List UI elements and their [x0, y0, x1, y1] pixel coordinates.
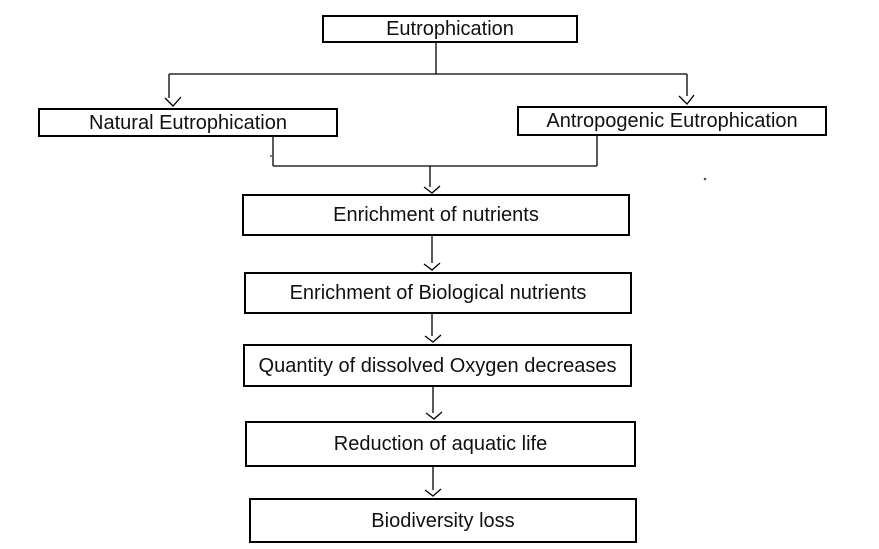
- node-label: Natural Eutrophication: [89, 111, 287, 134]
- node-label: Biodiversity loss: [371, 509, 515, 532]
- node-label: Reduction of aquatic life: [333, 433, 548, 455]
- arrowhead-biodiversity: [424, 488, 442, 497]
- node-oxygen-decrease: Quantity of dissolved Oxygen decreases: [243, 344, 632, 387]
- stray-dot: [270, 155, 272, 157]
- arrowhead-natural: [164, 96, 182, 107]
- arrowhead-reduction: [425, 411, 443, 420]
- arrowhead-oxygen: [424, 334, 442, 343]
- node-natural-eutrophication: Natural Eutrophication: [38, 108, 338, 137]
- node-antropogenic-eutrophication: Antropogenic Eutrophication: [517, 106, 827, 136]
- node-label: Quantity of dissolved Oxygen decreases: [258, 354, 617, 377]
- node-label: Enrichment of nutrients: [333, 204, 539, 226]
- node-enrichment-of-nutrients: Enrichment of nutrients: [242, 194, 630, 236]
- arrowhead-enrichment: [423, 185, 441, 194]
- node-label: Antropogenic Eutrophication: [546, 110, 798, 132]
- arrowhead-biological: [423, 262, 441, 271]
- node-enrichment-of-biological-nutrients: Enrichment of Biological nutrients: [244, 272, 632, 314]
- node-biodiversity-loss: Biodiversity loss: [249, 498, 637, 543]
- arrowhead-antropogenic: [678, 94, 695, 105]
- node-reduction-of-aquatic-life: Reduction of aquatic life: [245, 421, 636, 467]
- node-eutrophication: Eutrophication: [322, 15, 578, 43]
- node-label: Enrichment of Biological nutrients: [289, 282, 587, 304]
- node-label: Eutrophication: [386, 18, 514, 40]
- stray-dot: [703, 177, 707, 181]
